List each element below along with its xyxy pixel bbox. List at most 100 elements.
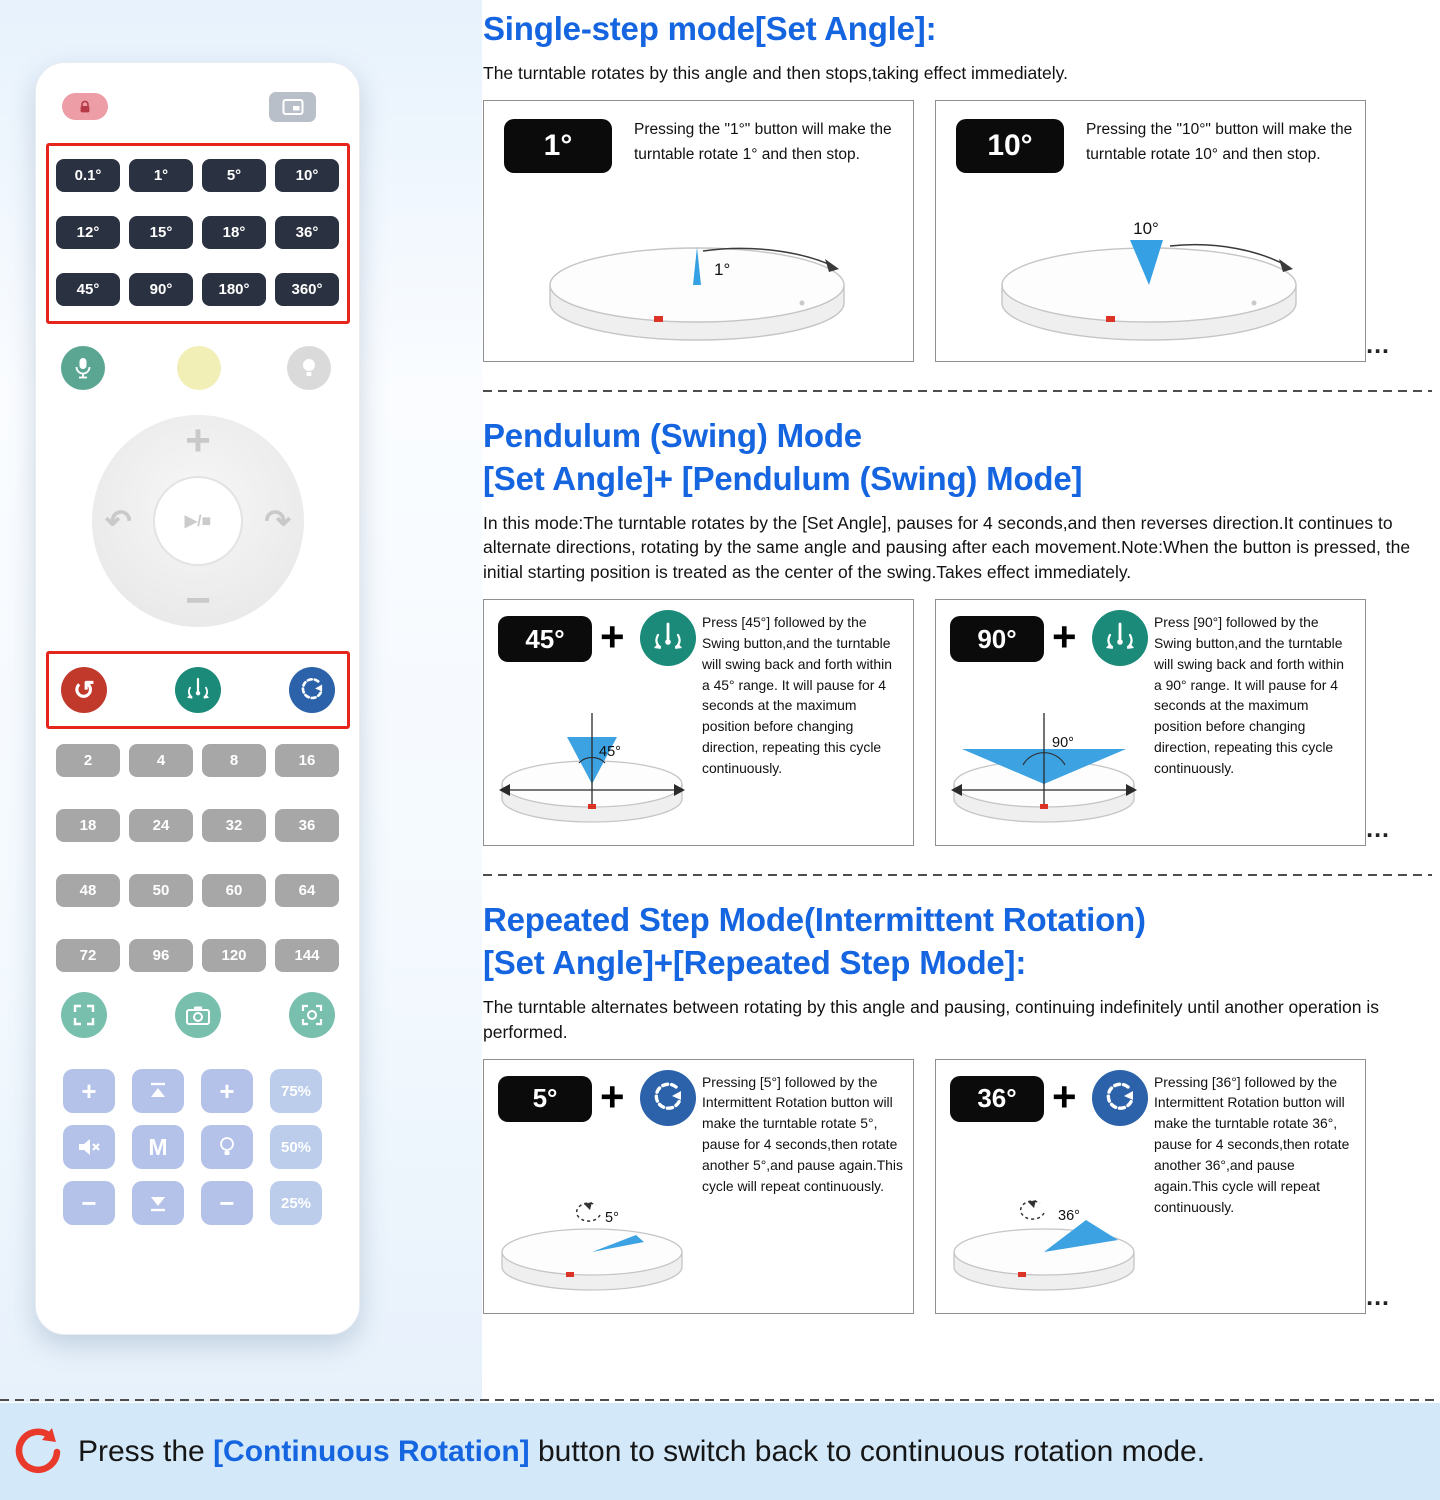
volume-minus-button[interactable]: − [63,1181,115,1225]
angle-button[interactable]: 12° [56,216,120,249]
section-pendulum: Pendulum (Swing) Mode [Set Angle]+ [Pend… [483,415,1435,847]
top-button[interactable] [132,1069,184,1113]
mic-icon [75,358,91,379]
section-title: [Set Angle]+ [Pendulum (Swing) Mode] [483,459,1083,497]
brightness-button[interactable] [177,346,221,390]
number-button[interactable]: 8 [202,744,266,777]
intermittent-mode-badge [640,1069,696,1126]
angle-button[interactable]: 180° [202,273,266,306]
number-button[interactable]: 72 [56,939,120,972]
volume-plus-button[interactable]: + [63,1069,115,1113]
angle-chip: 5° [498,1075,592,1122]
card-row: 45° + Press [45°] followed by the Swing … [483,599,1390,847]
diagram-angle-label: 1° [714,260,730,279]
section-title: Repeated Step Mode(Intermittent Rotation… [483,901,1146,939]
number-button[interactable]: 60 [202,874,266,907]
diagram-angle-label: 90° [1052,735,1074,751]
number-button[interactable]: 144 [275,939,339,972]
section-title: Pendulum (Swing) Mode [483,416,862,454]
angle-button[interactable]: 10° [275,159,339,192]
continuous-rotation-button[interactable]: ↺ [61,667,107,713]
mic-button[interactable] [61,346,105,390]
number-button[interactable]: 48 [56,874,120,907]
lock-button[interactable] [62,93,108,120]
card-description: Pressing [5°] followed by the Intermitte… [702,1073,903,1194]
footer-text: Press the [Continuous Rotation] button t… [78,1435,1205,1469]
skip-up-icon [151,1082,165,1097]
lamp-button[interactable] [287,346,331,390]
number-button[interactable]: 50 [129,874,193,907]
intermittent-rotation-icon [1106,1082,1134,1110]
display-button[interactable] [269,92,316,122]
number-button[interactable]: 32 [202,809,266,842]
pendulum-mode-button[interactable] [175,667,221,713]
dpad-rotate-right-button[interactable]: ↷ [264,503,291,539]
percent-75-button[interactable]: 75% [270,1069,322,1113]
percent-25-button[interactable]: 25% [270,1181,322,1225]
angle-button[interactable]: 1° [129,159,193,192]
camera-button[interactable] [175,992,221,1038]
number-button[interactable]: 96 [129,939,193,972]
dpad-minus-button[interactable]: − [185,576,211,625]
light-button[interactable] [201,1125,253,1169]
angle-button-grid: 0.1° 1° 5° 10° 12° 15° 18° 36° 45° 90° 1… [56,159,339,306]
bulb-icon [220,1137,234,1155]
percent-50-button[interactable]: 50% [270,1125,322,1169]
focus-icon [301,1004,323,1026]
angle-button[interactable]: 45° [56,273,120,306]
turntable-diagram: 45° [499,713,685,823]
plus-sign: + [1052,613,1077,661]
number-button[interactable]: 4 [129,744,193,777]
bottom-button[interactable] [132,1181,184,1225]
number-button[interactable]: 24 [129,809,193,842]
turntable-diagram: 36° [953,1199,1135,1291]
section-description: The turntable rotates by this angle and … [483,62,1068,83]
angle-button[interactable]: 18° [202,216,266,249]
pendulum-icon [1106,622,1134,650]
intermittent-mode-badge [1092,1069,1148,1126]
number-button[interactable]: 18 [56,809,120,842]
diagram-angle-label: 5° [605,1210,619,1226]
mode-buttons-frame [46,651,350,729]
footer-prefix: Press the [78,1434,214,1468]
card-description: Pressing [36°] followed by the Intermitt… [1154,1073,1350,1215]
angle-button[interactable]: 15° [129,216,193,249]
turntable-diagram: 5° [501,1201,683,1291]
dpad-plus-button[interactable]: + [185,416,211,465]
fullscreen-button[interactable] [61,992,107,1038]
m-button[interactable]: M [132,1125,184,1169]
mute-button[interactable] [63,1125,115,1169]
angle-button[interactable]: 36° [275,216,339,249]
focus-button[interactable] [289,992,335,1038]
card-description: Pressing the "10°" button will make the … [1086,120,1353,163]
number-button[interactable]: 120 [202,939,266,972]
light-plus-button[interactable]: + [201,1069,253,1113]
angle-button[interactable]: 360° [275,273,339,306]
fullscreen-icon [73,1004,95,1026]
plus-sign: + [1052,1072,1077,1120]
section-title: [Set Angle]+[Repeated Step Mode]: [483,943,1027,981]
number-button[interactable]: 16 [275,744,339,777]
pendulum-mode-badge [1092,610,1148,667]
section-single-step: Single-step mode[Set Angle]: The turntab… [483,8,1435,362]
number-button[interactable]: 36 [275,809,339,842]
angle-button[interactable]: 90° [129,273,193,306]
dpad-rotate-left-button[interactable]: ↶ [105,503,132,539]
angle-button[interactable]: 5° [202,159,266,192]
lock-icon [80,100,90,112]
number-button[interactable]: 2 [56,744,120,777]
angle-chip: 45° [498,616,592,663]
card-row: 1° Pressing the "1°" button will make th… [483,99,1390,362]
number-button[interactable]: 64 [275,874,339,907]
angle-button[interactable]: 0.1° [56,159,120,192]
turntable-diagram: 90° [951,713,1137,823]
play-pause-button[interactable]: ▶/■ [153,476,243,566]
display-icon [282,99,303,115]
ellipsis: ... [1366,1282,1390,1311]
section-repeated-step: Repeated Step Mode(Intermittent Rotation… [483,899,1435,1314]
card-description: Press [45°] followed by the Swing button… [702,614,892,777]
intermittent-mode-button[interactable] [289,667,335,713]
ellipsis: ... [1366,330,1390,359]
light-minus-button[interactable]: − [201,1181,253,1225]
card-row: 5° + Pressing [5°] followed by the Inter… [483,1058,1390,1314]
